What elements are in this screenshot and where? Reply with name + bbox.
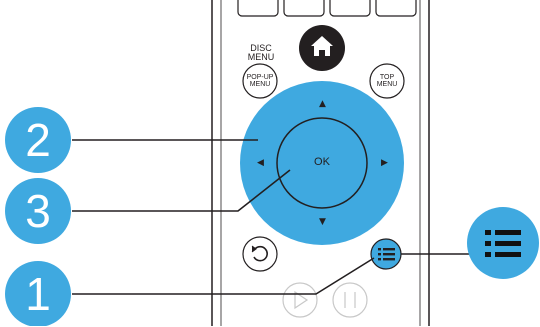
popup-menu-label: POP-UP MENU [246,74,274,89]
home-button[interactable] [299,25,345,71]
options-icon-enlarged [467,207,539,279]
callout-number-2: 2 [25,114,51,166]
faded-bottom-buttons [282,282,368,318]
color-button-2[interactable] [283,0,325,17]
list-icon [485,230,521,257]
callout-number-1: 1 [25,268,51,320]
back-button[interactable] [242,236,278,272]
callout-line-3 [72,169,291,212]
nav-right-arrow[interactable]: ▶ [381,158,388,168]
play-button[interactable] [282,282,318,318]
pause-icon [344,292,356,308]
remote-body [211,0,430,326]
color-buttons [237,0,417,17]
options-list-icon [378,248,395,261]
callout-circle-1 [5,261,71,326]
callout-lines [72,139,470,295]
back-icon [251,245,268,262]
pause-button[interactable] [332,282,368,318]
play-icon [294,290,309,310]
callout-circle-3 [5,178,71,244]
disc-menu-label: DISC MENU [247,43,275,62]
ok-button[interactable] [276,117,368,209]
nav-left-arrow[interactable]: ◀ [257,158,264,168]
nav-up-arrow[interactable]: ▲ [319,99,326,109]
popup-menu-button[interactable] [242,63,278,99]
options-button[interactable] [370,238,402,270]
top-menu-button[interactable] [369,63,405,99]
callout-line-1 [72,257,375,295]
ok-label: OK [314,156,330,168]
color-button-1[interactable] [237,0,279,17]
callout-circle-2 [5,107,71,173]
home-icon [311,36,333,56]
color-button-4[interactable] [375,0,417,17]
color-button-3[interactable] [329,0,371,17]
top-menu-label: TOP MENU [376,74,398,89]
callout-number-3: 3 [25,185,51,237]
nav-down-arrow[interactable]: ▼ [319,217,326,227]
